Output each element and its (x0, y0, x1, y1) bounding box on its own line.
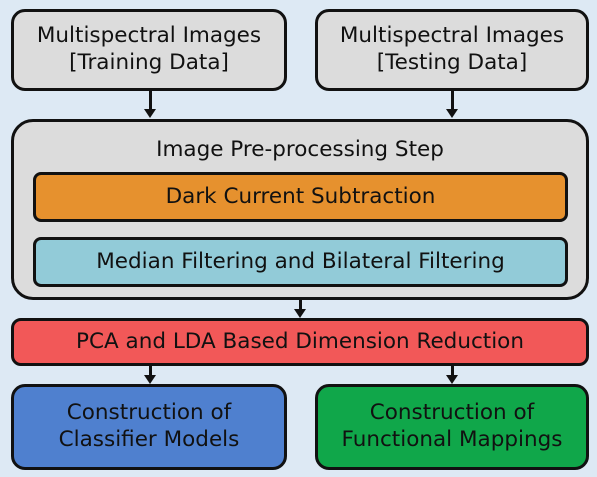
testing-data-subtitle: [Testing Data] (376, 50, 528, 75)
classifier-models-box: Construction of Classifier Models (11, 384, 287, 470)
dark-current-subtraction-label: Dark Current Subtraction (165, 183, 436, 209)
testing-data-title: Multispectral Images (339, 23, 565, 49)
classifier-models-line1: Construction of (66, 400, 232, 426)
training-data-subtitle: [Training Data] (69, 50, 229, 75)
dimension-reduction-box: PCA and LDA Based Dimension Reduction (11, 318, 589, 366)
functional-mappings-box: Construction of Functional Mappings (315, 384, 589, 470)
training-data-title: Multispectral Images (36, 23, 262, 49)
functional-mappings-line1: Construction of (369, 400, 535, 426)
functional-mappings-line2: Functional Mappings (341, 427, 563, 452)
classifier-models-line2: Classifier Models (58, 427, 240, 452)
filtering-label: Median Filtering and Bilateral Filtering (96, 248, 505, 274)
training-data-box: Multispectral Images [Training Data] (11, 9, 287, 91)
dimension-reduction-label: PCA and LDA Based Dimension Reduction (76, 328, 524, 354)
testing-data-box: Multispectral Images [Testing Data] (315, 9, 589, 91)
preprocessing-title: Image Pre-processing Step (156, 137, 444, 162)
preprocessing-box: Image Pre-processing Step Dark Current S… (11, 119, 589, 300)
dark-current-subtraction-box: Dark Current Subtraction (33, 172, 568, 222)
filtering-box: Median Filtering and Bilateral Filtering (33, 237, 568, 287)
